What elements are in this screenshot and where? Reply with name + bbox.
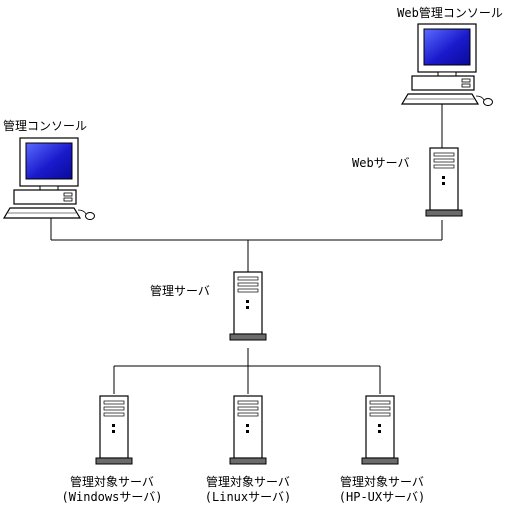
target-server-windows-label: 管理対象サーバ (Windowsサーバ)	[62, 475, 163, 505]
target-server-title: 管理対象サーバ	[206, 475, 290, 489]
target-server-windows-icon	[95, 395, 133, 465]
web-server-icon	[425, 147, 463, 217]
target-server-title: 管理対象サーバ	[340, 475, 424, 489]
mgmt-server-label: 管理サーバ	[150, 284, 210, 298]
mgmt-server-icon	[229, 271, 267, 341]
target-server-linux-label: 管理対象サーバ (Linuxサーバ)	[205, 475, 291, 505]
target-server-title: 管理対象サーバ	[70, 475, 154, 489]
network-lines	[50, 100, 443, 394]
target-server-hpux-label: 管理対象サーバ (HP-UXサーバ)	[339, 475, 425, 505]
web-console-pc-icon	[401, 23, 494, 107]
target-server-os: (HP-UXサーバ)	[338, 490, 426, 504]
target-server-os: (Linuxサーバ)	[204, 490, 292, 504]
target-server-os: (Windowsサーバ)	[61, 490, 163, 504]
web-console-label: Web管理コンソール	[397, 6, 503, 20]
admin-console-label: 管理コンソール	[3, 119, 88, 133]
admin-console-pc-icon	[3, 137, 96, 221]
web-server-label: Webサーバ	[352, 156, 410, 170]
target-server-hpux-icon	[361, 395, 399, 465]
target-server-linux-icon	[229, 395, 267, 465]
